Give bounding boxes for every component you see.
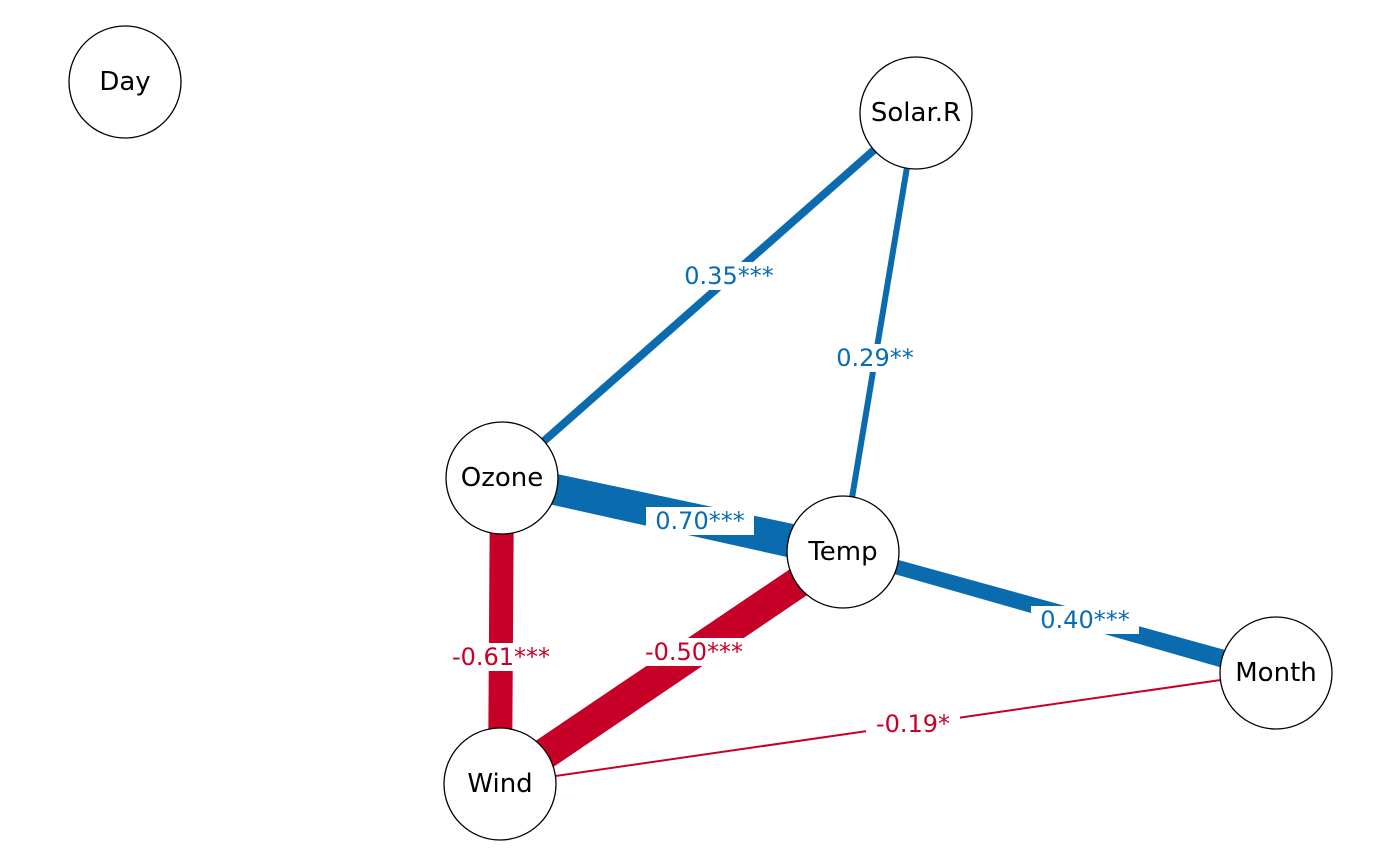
node-solar-r: Solar.R [859,56,973,170]
svg-text:0.29**: 0.29** [836,344,913,372]
edge-wind-temp [491,540,853,797]
node-label-day: Day [99,67,150,97]
edge-label-temp-solar-r: 0.29** [829,344,921,372]
edge-label-ozone-solar-r: 0.35*** [675,262,783,290]
svg-text:0.35***: 0.35*** [684,262,773,290]
node-label-wind: Wind [467,769,532,799]
node-temp: Temp [786,495,900,609]
svg-text:0.40***: 0.40*** [1040,606,1129,634]
edge-label-temp-month: 0.40*** [1031,606,1139,634]
svg-text:0.70***: 0.70*** [655,507,744,535]
svg-text:-0.19*: -0.19* [876,710,950,738]
node-label-temp: Temp [807,537,877,567]
edge-label-ozone-temp: 0.70*** [646,507,754,535]
edge-labels: 0.35*** 0.29** 0.70*** 0.40*** -0.61*** … [440,262,1139,738]
svg-text:-0.50***: -0.50*** [645,638,743,666]
node-month: Month [1219,616,1333,730]
nodes: Day Solar.R Ozone Temp Month Wind [68,25,1333,841]
edge-label-wind-temp: -0.50*** [633,638,755,666]
node-wind: Wind [443,727,557,841]
node-day: Day [68,25,182,139]
node-ozone: Ozone [445,421,559,535]
edge-label-wind-month: -0.19* [866,710,960,738]
node-label-ozone: Ozone [461,463,544,493]
edge-temp-solar-r [840,112,919,553]
svg-text:-0.61***: -0.61*** [452,643,550,671]
node-label-solar-r: Solar.R [871,98,961,128]
edge-label-ozone-wind: -0.61*** [440,643,562,671]
edge-ozone-solar-r [499,109,919,482]
node-label-month: Month [1235,658,1317,688]
edges [488,109,1277,797]
